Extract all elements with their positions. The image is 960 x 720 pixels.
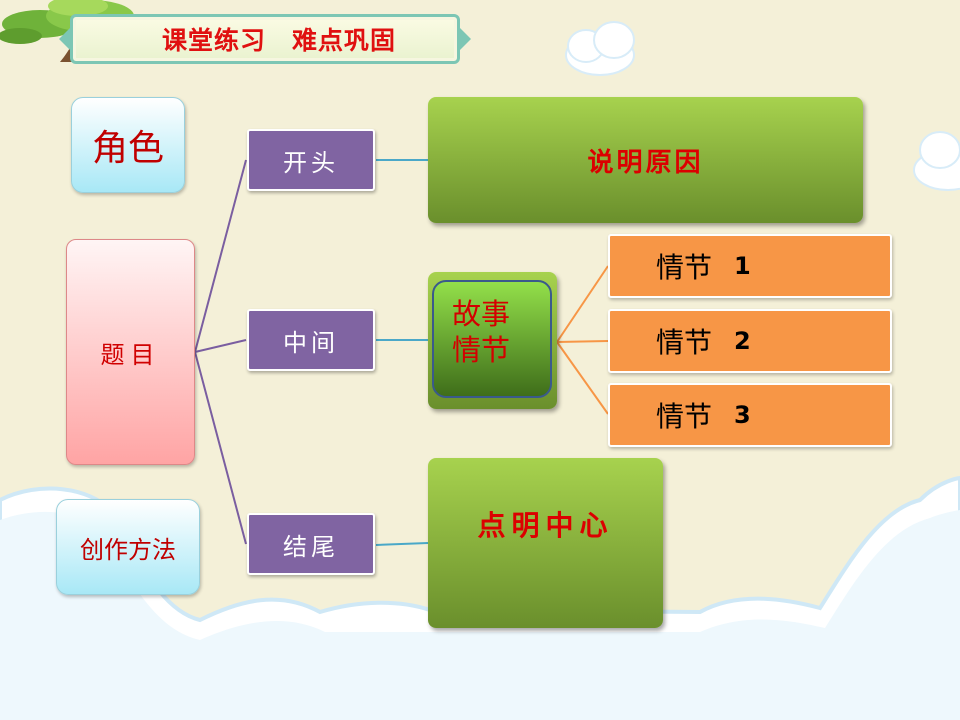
plot-group-inner [432,280,552,398]
connector-end-center [375,542,429,546]
reason-box[interactable]: 说明原因 [428,97,863,223]
connector-plot-2 [556,340,609,343]
plot-item-number: 3 [734,401,751,429]
method-box[interactable]: 创作方法 [56,499,200,595]
center-box[interactable]: 点明中心 [428,458,663,628]
connector-plot-1 [556,265,609,343]
stage-beginning[interactable]: 开头 [247,129,375,191]
stage-end[interactable]: 结尾 [247,513,375,575]
plot-group-line2: 情节 [452,333,511,367]
connector-topic-middle [194,339,247,353]
role-box[interactable]: 角色 [71,97,185,193]
topic-box[interactable]: 题目 [66,239,195,465]
plot-group-line1: 故事 [452,297,511,331]
cloud-icon-top [565,21,635,76]
page-title: 课堂练习 难点巩固 [162,26,397,55]
plot-item-label: 情节 [656,400,713,433]
plot-item-3[interactable]: 情节 3 [608,383,892,447]
stage-middle[interactable]: 中间 [247,309,375,371]
plot-item-label: 情节 [656,251,713,284]
connector-topic-end [194,351,247,545]
plot-group-label: 故事 情节 [452,296,532,368]
connector-topic-beginning [194,159,247,353]
plot-item-2[interactable]: 情节 2 [608,309,892,373]
plot-item-1[interactable]: 情节 1 [608,234,892,298]
title-banner [59,14,471,64]
connector-plot-3 [556,341,609,415]
plot-item-number: 1 [734,252,751,280]
cloud-icon-right [913,131,960,191]
plot-item-label: 情节 [656,326,713,359]
plot-item-number: 2 [734,327,751,355]
